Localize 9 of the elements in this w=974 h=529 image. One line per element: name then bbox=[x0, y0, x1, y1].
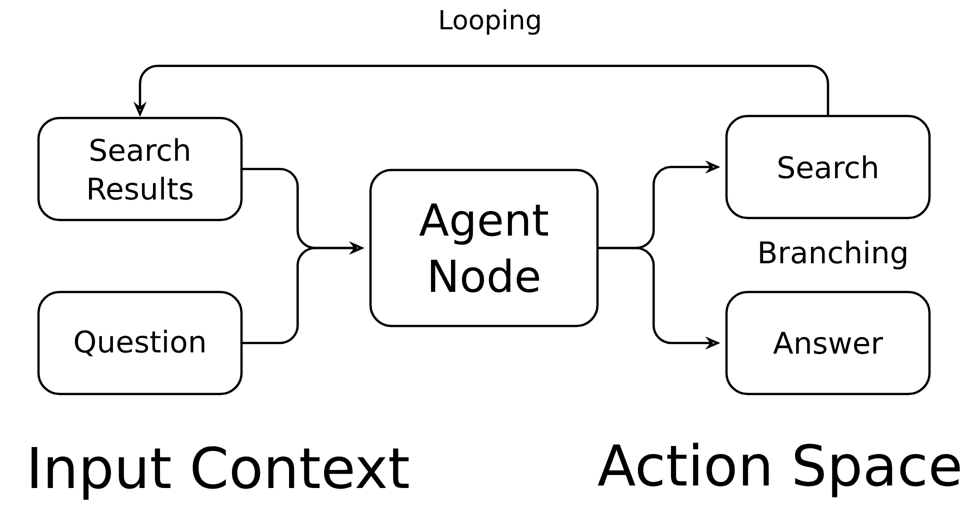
agent-box: Agent Node bbox=[369, 168, 599, 328]
section-heading: Input Context bbox=[32, 446, 409, 500]
process-box: Search bbox=[725, 114, 931, 220]
section-heading: Action Space bbox=[598, 442, 960, 498]
branching-label: Branching bbox=[760, 240, 906, 270]
edge-label: Looping bbox=[440, 9, 540, 35]
process-box: Search Results bbox=[37, 116, 243, 222]
process-box: Answer bbox=[725, 290, 931, 396]
process-box: Question bbox=[37, 290, 243, 396]
